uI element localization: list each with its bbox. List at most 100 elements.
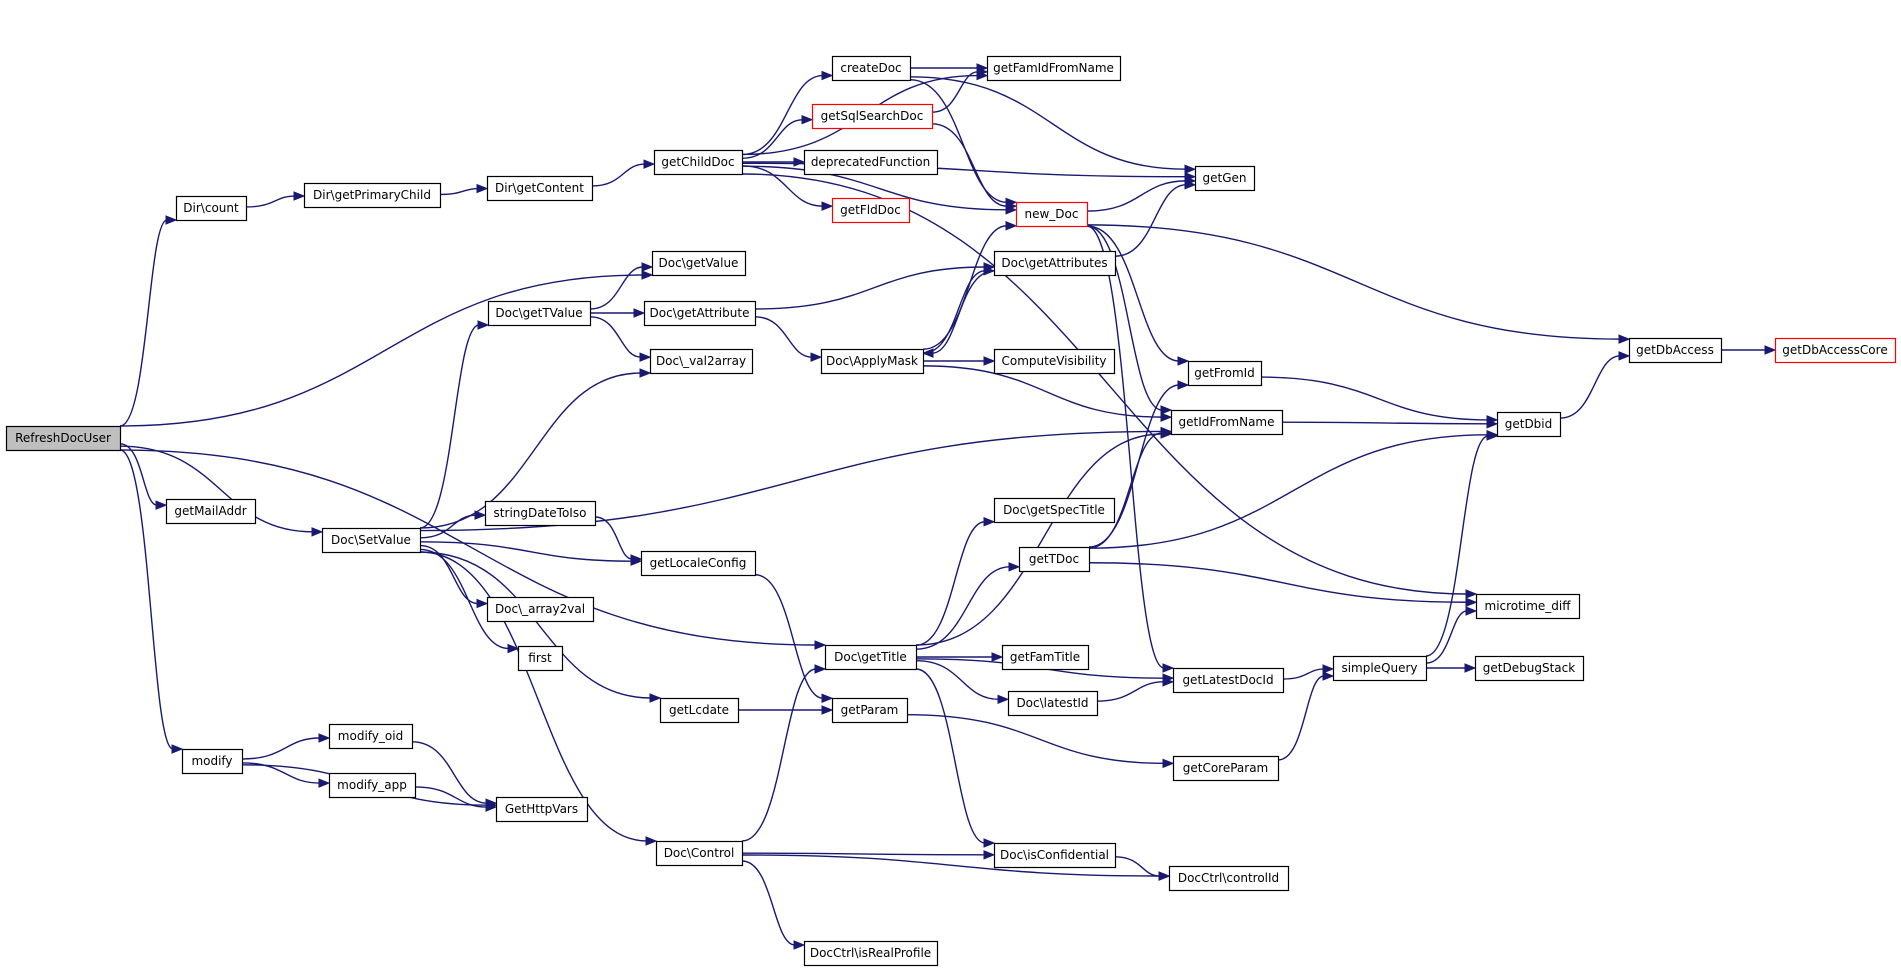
edge-doc-apply-mask-to-doc-get-attributes [922,266,996,354]
node-label: Doc\ApplyMask [826,354,918,368]
node-doc-get-title[interactable]: Doc\getTitle [824,644,918,671]
edge-get-child-doc-to-get-fld-doc [741,165,834,211]
node-label: createDoc [840,61,901,75]
node-doc-ctrl-control-id[interactable]: DocCtrl\controlId [1168,865,1290,892]
node-box [811,103,934,130]
node-deprecated-function[interactable]: deprecatedFunction [803,149,939,176]
node-label: getDbAccess [1636,343,1714,357]
node-doc-control[interactable]: Doc\Control [655,840,744,867]
node-label: simpleQuery [1341,661,1417,675]
node-refresh-doc-user[interactable]: RefreshDocUser [5,425,122,452]
node-doc-set-value[interactable]: Doc\SetValue [321,527,422,554]
node-get-debug-stack[interactable]: getDebugStack [1474,655,1585,682]
edges-layer [119,63,1777,950]
edge-simple-query-to-microtime-diff [1425,606,1478,664]
edge-simple-query-to-get-dbid [1425,431,1499,657]
node-label: getFamIdFromName [993,61,1114,75]
node-get-fld-doc[interactable]: getFldDoc [831,197,911,224]
edge-doc-get-title-to-doc-get-spec-title [915,517,996,646]
node-doc-get-attributes[interactable]: Doc\getAttributes [993,250,1117,277]
node-modify-oid[interactable]: modify_oid [328,723,414,750]
node-get-latest-doc-id[interactable]: getLatestDocId [1172,667,1285,694]
edge-get-tdoc-to-microtime-diff [1088,562,1478,607]
node-label: getDbid [1505,417,1553,431]
node-get-tdoc[interactable]: getTDoc [1018,546,1091,573]
node-label: Dir\count [183,201,239,215]
node-label: getFldDoc [840,203,901,217]
node-box [640,550,757,577]
edge-doc-set-value-to-doc-get-tvalue [419,320,490,529]
node-get-param[interactable]: getParam [831,697,909,724]
node-box [328,772,417,799]
node-doc-val2array[interactable]: Doc\_val2array [649,348,754,375]
node-label: Dir\getContent [495,181,584,195]
node-get-dbid[interactable]: getDbid [1496,411,1562,438]
node-label: Doc\getTValue [495,306,582,320]
node-dir-get-content[interactable]: Dir\getContent [486,175,594,202]
edge-refresh-doc-user-to-doc-set-value [119,445,324,537]
node-get-gen[interactable]: getGen [1194,165,1256,192]
edge-doc-get-attribute-to-doc-get-attributes [754,262,996,310]
node-microtime-diff[interactable]: microtime_diff [1475,593,1581,620]
node-doc-get-spec-title[interactable]: Doc\getSpecTitle [993,497,1116,524]
node-label: getMailAddr [174,504,246,518]
node-get-from-id[interactable]: getFromId [1187,360,1263,387]
node-label: getFromId [1194,366,1255,380]
edge-create-doc-to-get-gen [909,76,1197,174]
node-doc-ctrl-is-real-profile[interactable]: DocCtrl\isRealProfile [803,940,939,967]
node-box [1774,337,1897,364]
edge-new-doc-to-get-latest-doc-id [1086,225,1175,673]
node-compute-visibility[interactable]: ComputeVisibility [993,348,1116,375]
node-doc-is-confidential[interactable]: Doc\isConfidential [993,842,1117,869]
node-label: Doc\getTitle [834,650,907,664]
node-box [993,348,1116,375]
node-box [1628,337,1723,364]
edge-refresh-doc-user-to-modify [119,449,184,754]
node-label: getLocaleConfig [650,556,747,570]
node-box [1001,644,1090,671]
node-get-db-access-core[interactable]: getDbAccessCore [1774,337,1897,364]
node-first[interactable]: first [517,645,564,672]
node-box [1168,865,1290,892]
node-get-sql-search-doc[interactable]: getSqlSearchDoc [811,103,934,130]
edge-doc-get-tvalue-to-doc-get-value [589,262,654,310]
edge-doc-is-confidential-to-doc-ctrl-control-id [1114,856,1171,881]
node-doc-get-value[interactable]: Doc\getValue [651,250,747,277]
node-get-id-from-name[interactable]: getIdFromName [1170,409,1284,436]
edge-doc-get-title-to-get-tdoc [915,562,1021,650]
node-new-doc[interactable]: new_Doc [1015,201,1089,228]
node-box [1172,667,1285,694]
node-doc-get-attribute[interactable]: Doc\getAttribute [643,300,757,327]
edge-new-doc-to-get-gen [1086,176,1197,212]
node-get-child-doc[interactable]: getChildDoc [653,149,744,176]
node-label: getGen [1203,171,1247,185]
node-box [321,527,422,554]
node-get-fam-title[interactable]: getFamTitle [1001,644,1090,671]
edge-doc-get-attribute-to-doc-apply-mask [754,316,823,362]
node-simple-query[interactable]: simpleQuery [1332,655,1428,682]
edge-doc-set-value-to-string-date-to-iso [419,510,487,539]
node-doc-array2val[interactable]: Doc\_array2val [486,596,595,623]
node-label: Doc\isConfidential [1000,848,1109,862]
node-string-date-to-iso[interactable]: stringDateToIso [484,500,597,527]
node-dir-count[interactable]: Dir\count [175,195,248,222]
node-modify[interactable]: modify [181,748,244,775]
node-get-mail-addr[interactable]: getMailAddr [165,498,257,525]
edge-new-doc-to-get-db-access [1086,224,1631,344]
node-get-core-param[interactable]: getCoreParam [1172,755,1280,782]
node-box [986,55,1122,82]
node-doc-get-tvalue[interactable]: Doc\getTValue [487,300,592,327]
node-get-locale-config[interactable]: getLocaleConfig [640,550,757,577]
node-get-fam-id-from-name[interactable]: getFamIdFromName [986,55,1122,82]
node-dir-get-primary-child[interactable]: Dir\getPrimaryChild [303,182,442,209]
node-get-lcdate[interactable]: getLcdate [659,697,740,724]
node-doc-apply-mask[interactable]: Doc\ApplyMask [820,348,925,375]
node-modify-app[interactable]: modify_app [328,772,417,799]
node-get-db-access[interactable]: getDbAccess [1628,337,1723,364]
node-box [993,497,1116,524]
node-create-doc[interactable]: createDoc [831,55,912,82]
node-doc-latest-id[interactable]: Doc\latestId [1007,690,1099,717]
node-get-http-vars[interactable]: GetHttpVars [495,796,589,823]
node-box [993,842,1117,869]
